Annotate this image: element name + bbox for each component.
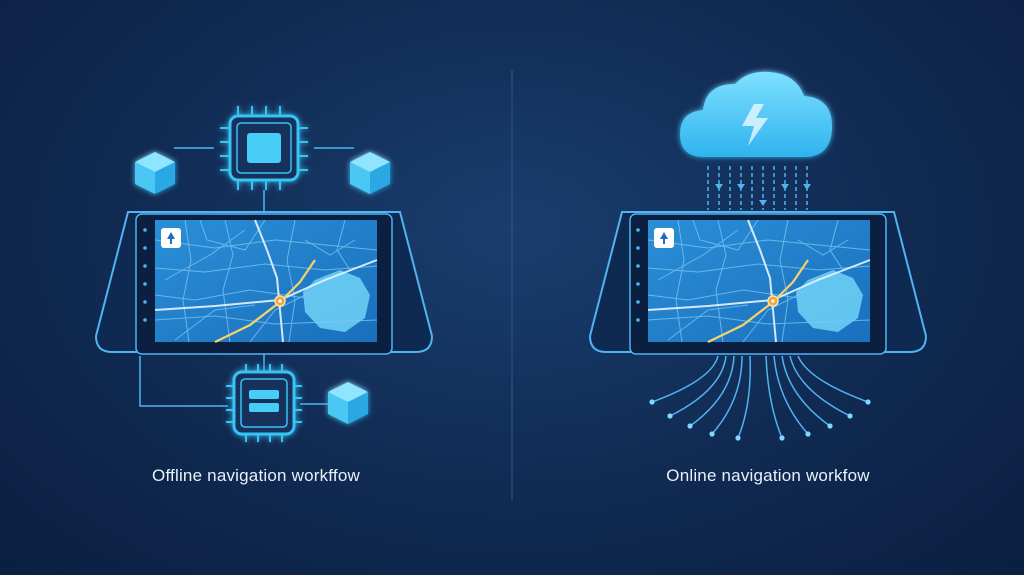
map-screen — [646, 218, 872, 344]
north-arrow-icon — [654, 228, 674, 248]
left-panel — [94, 106, 434, 442]
car-infotainment-device — [588, 211, 928, 355]
cube-icon — [135, 152, 175, 194]
right-panel — [588, 71, 928, 441]
cube-icon — [328, 382, 368, 424]
cube-icon — [350, 152, 390, 194]
north-arrow-icon — [161, 228, 181, 248]
car-infotainment-device — [94, 211, 434, 355]
processor-chip-icon — [220, 106, 308, 190]
online-workflow-caption: Online navigation workfow — [666, 466, 870, 485]
network-connection-lines — [649, 355, 871, 441]
offline-workflow-caption: Offline navigation workffow — [152, 466, 360, 485]
cloud-lightning-icon — [680, 71, 832, 157]
map-screen — [153, 218, 379, 344]
processor-chip-icon — [226, 364, 302, 442]
